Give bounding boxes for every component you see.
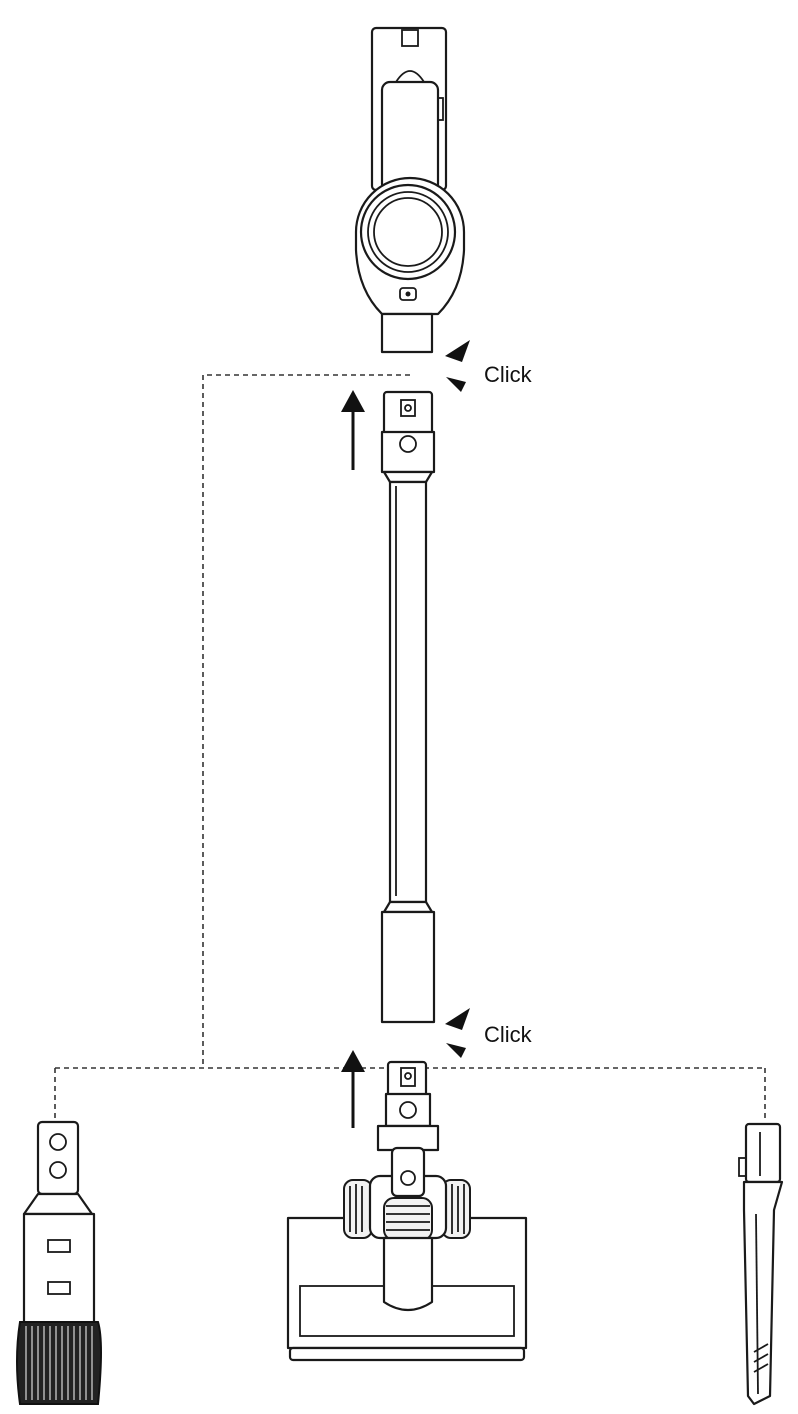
floor-brush-head xyxy=(288,1062,526,1360)
dusting-brush-attachment xyxy=(17,1122,101,1404)
click-label-bottom: Click xyxy=(484,1022,533,1047)
click-mark-top-icon xyxy=(445,340,470,392)
main-handle-unit xyxy=(356,28,464,352)
crevice-tool-attachment xyxy=(739,1124,782,1404)
extension-tube xyxy=(382,392,434,1022)
arrow-up-top-icon xyxy=(341,390,365,470)
arrow-up-bottom-icon xyxy=(341,1050,365,1128)
click-mark-bottom-icon xyxy=(445,1008,470,1058)
click-label-top: Click xyxy=(484,362,533,387)
